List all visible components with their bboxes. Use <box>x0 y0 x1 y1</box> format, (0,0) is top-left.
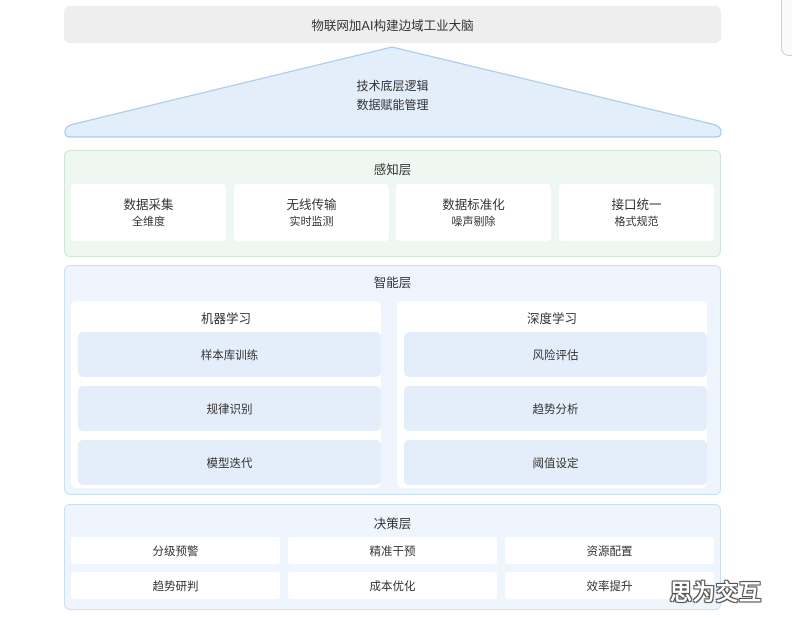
perception-card: 数据标准化 噪声剔除 <box>396 184 551 241</box>
decision-item: 分级预警 <box>71 537 280 564</box>
watermark: 思为交互 <box>670 581 763 606</box>
decision-item: 成本优化 <box>288 572 497 599</box>
perception-card: 数据采集 全维度 <box>71 184 226 241</box>
roof-shape <box>64 46 722 138</box>
perception-card-title: 数据标准化 <box>442 196 505 212</box>
diagram-title: 物联网加AI构建边域工业大脑 <box>311 18 474 33</box>
panel-item: 风险评估 <box>404 332 707 377</box>
perception-card-title: 无线传输 <box>286 196 337 212</box>
intelligence-layer-title: 智能层 <box>373 275 412 290</box>
perception-card-title: 数据采集 <box>123 196 174 212</box>
machine-learning-panel: 机器学习 样本库训练 规律识别 模型迭代 <box>71 301 381 488</box>
panel-item: 阈值设定 <box>404 440 707 485</box>
decision-item: 趋势研判 <box>71 572 280 599</box>
panel-item: 规律识别 <box>78 386 381 431</box>
perception-card-title: 接口统一 <box>611 196 662 212</box>
roof-line-1: 技术底层逻辑 <box>356 79 429 93</box>
perception-card-sub: 全维度 <box>132 214 165 228</box>
perception-layer-title: 感知层 <box>373 162 412 177</box>
decision-item: 效率提升 <box>505 572 714 599</box>
panel-item: 趋势分析 <box>404 386 707 431</box>
perception-card-sub: 噪声剔除 <box>451 214 496 228</box>
panel-item: 样本库训练 <box>78 332 381 377</box>
perception-card: 接口统一 格式规范 <box>559 184 714 241</box>
perception-card-sub: 格式规范 <box>614 214 659 228</box>
perception-layer: 感知层 数据采集 全维度 无线传输 实时监测 数据标准化 噪声剔除 接口统一 格… <box>64 150 721 257</box>
decision-item: 资源配置 <box>505 537 714 564</box>
perception-card: 无线传输 实时监测 <box>234 184 389 241</box>
roof-label: 技术底层逻辑 数据赋能管理 <box>64 76 721 116</box>
decision-layer-title: 决策层 <box>373 516 412 531</box>
panel-title: 机器学习 <box>200 311 251 326</box>
diagram-title-bar: 物联网加AI构建边域工业大脑 <box>64 6 721 43</box>
deep-learning-panel: 深度学习 风险评估 趋势分析 阈值设定 <box>397 301 707 488</box>
decision-item: 精准干预 <box>288 537 497 564</box>
intelligence-layer: 智能层 机器学习 样本库训练 规律识别 模型迭代 深度学习 风险评估 趋势分析 … <box>64 265 721 495</box>
decision-layer: 决策层 分级预警 精准干预 资源配置 趋势研判 成本优化 效率提升 <box>64 504 721 610</box>
roof-line-2: 数据赋能管理 <box>356 98 429 112</box>
perception-card-sub: 实时监测 <box>289 214 334 228</box>
panel-title: 深度学习 <box>526 311 577 326</box>
panel-item: 模型迭代 <box>78 440 381 485</box>
window-edge <box>781 0 792 56</box>
